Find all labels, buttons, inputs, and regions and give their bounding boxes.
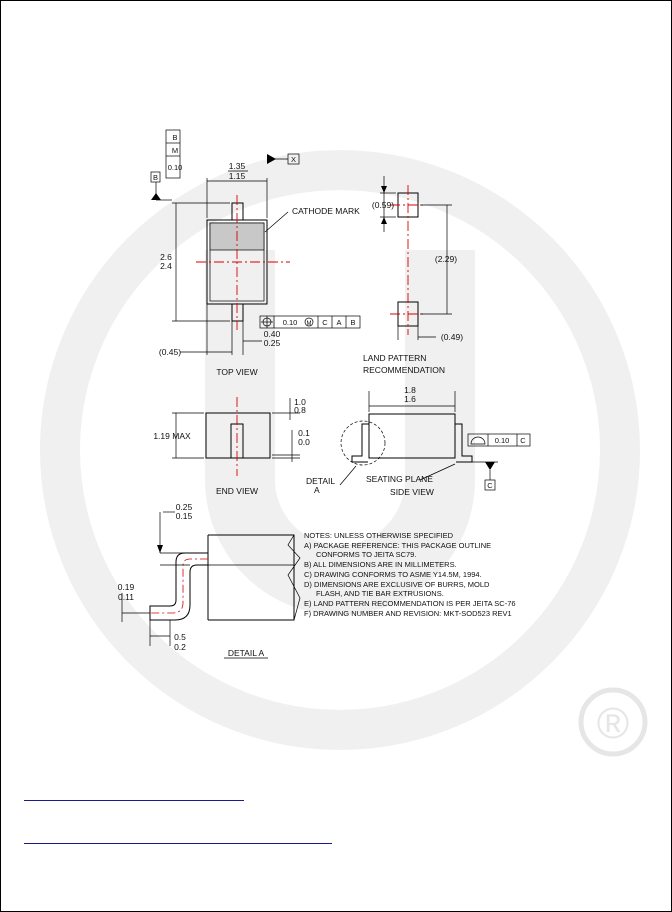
side-view: 1.8 1.6 0.10 C C DETAIL A SEATING PLANE … [306,385,531,497]
lead-width-max: 0.40 [264,329,281,339]
end-top-min: 0.8 [294,405,306,415]
seating-plane-label: SEATING PLANE [366,474,433,484]
datum-x-box [287,153,300,165]
detail-callout-2: A [314,485,320,495]
pad-width-dim: (0.49) [441,332,463,342]
profile-icon [470,436,486,445]
end-bottom-max: 0.1 [298,428,310,438]
end-height-dim: 1.19 MAX [153,431,191,441]
datum-c-box [484,479,496,491]
note-line: D) DIMENSIONS ARE EXCLUSIVE OF BURRS, MO… [304,580,490,589]
datum-c: C [487,481,493,490]
cathode-mark-label: CATHODE MARK [292,206,360,216]
pad-size-dim: (0.59) [372,200,394,210]
end-view-label: END VIEW [216,486,258,496]
link-underline-1[interactable] [24,800,244,801]
detail-thk-max: 0.25 [176,502,193,512]
land-pattern-label-2: RECOMMENDATION [363,365,445,375]
detail-callout-1: DETAIL [306,476,335,486]
top-length-min: 2.4 [160,261,172,271]
note-line: C) DRAWING CONFORMS TO ASME Y14.5M, 1994… [304,570,482,579]
datum-x: X [291,155,296,164]
position-datum-a: A [336,318,341,327]
detail-foot-min: 0.2 [174,642,186,652]
side-view-label: SIDE VIEW [390,487,434,497]
profile-datum: C [520,436,526,445]
lead-width-min: 0.25 [264,338,281,348]
end-top-max: 1.0 [294,397,306,407]
land-pattern: (0.59) (2.29) (0.49) LAND PATTERN RECOMM… [363,176,463,375]
land-pattern-label-1: LAND PATTERN [363,353,426,363]
note-line: B) ALL DIMENSIONS ARE IN MILLIMETERS. [304,560,457,569]
side-length-min: 1.6 [404,394,416,404]
top-view: 1.35 1.15 X CATHODE MARK 2.6 2.4 B M 0.1… [150,129,361,377]
pad-pitch-dim: (2.29) [435,254,457,264]
end-bottom-min: 0.0 [298,437,310,447]
note-line: F) DRAWING NUMBER AND REVISION: MKT-SOD5… [304,609,512,618]
datum-b: B [153,173,158,182]
position-datum-b: B [350,318,355,327]
lead-left-dim: (0.45) [159,347,181,357]
notes: NOTES: UNLESS OTHERWISE SPECIFIED A) PAC… [304,531,516,618]
detail-a: 0.25 0.15 0.19 0.11 0.5 0.2 DETAIL A [118,502,301,659]
top-gdt-tol: 0.10 [168,163,183,172]
top-lead-upper [231,202,244,221]
note-line: NOTES: UNLESS OTHERWISE SPECIFIED [304,531,454,540]
registered-mark: ® [597,699,629,748]
detail-lead-max: 0.19 [118,582,135,592]
datum-b-box [150,171,161,183]
position-frame [259,315,361,329]
end-view: 1.19 MAX 1.0 0.8 0.1 0.0 END VIEW [153,397,310,496]
link-underline-2[interactable] [24,843,332,844]
top-length-max: 2.6 [160,252,172,262]
note-line: FLASH, AND TIE BAR EXTRUSIONS. [316,589,444,598]
position-datum-c: C [322,318,328,327]
detail-a-label: DETAIL A [228,648,265,658]
top-width-max: 1.35 [229,161,246,171]
detail-thk-min: 0.15 [176,511,193,521]
watermark-logo: ® [39,150,648,757]
top-gdt-datum: B [172,133,177,142]
position-tol: 0.10 [283,318,298,327]
top-gdt-mod: M [172,146,178,155]
note-line: CONFORMS TO JEITA SC79. [316,550,416,559]
detail-lead-min: 0.11 [118,592,134,602]
side-length-max: 1.8 [404,385,416,395]
profile-tol: 0.10 [495,436,510,445]
position-mod: M [307,321,312,327]
top-width-min: 1.15 [229,171,246,181]
top-view-label: TOP VIEW [216,367,257,377]
note-line: A) PACKAGE REFERENCE: THIS PACKAGE OUTLI… [304,541,491,550]
registered-icon [578,687,648,757]
top-gdt-frame [165,129,181,179]
detail-foot-max: 0.5 [174,632,186,642]
note-line: E) LAND PATTERN RECOMMENDATION IS PER JE… [304,599,516,608]
profile-frame [467,433,531,447]
top-lead-lower [231,303,244,322]
side-body [368,413,456,459]
detail-lead [149,552,208,621]
